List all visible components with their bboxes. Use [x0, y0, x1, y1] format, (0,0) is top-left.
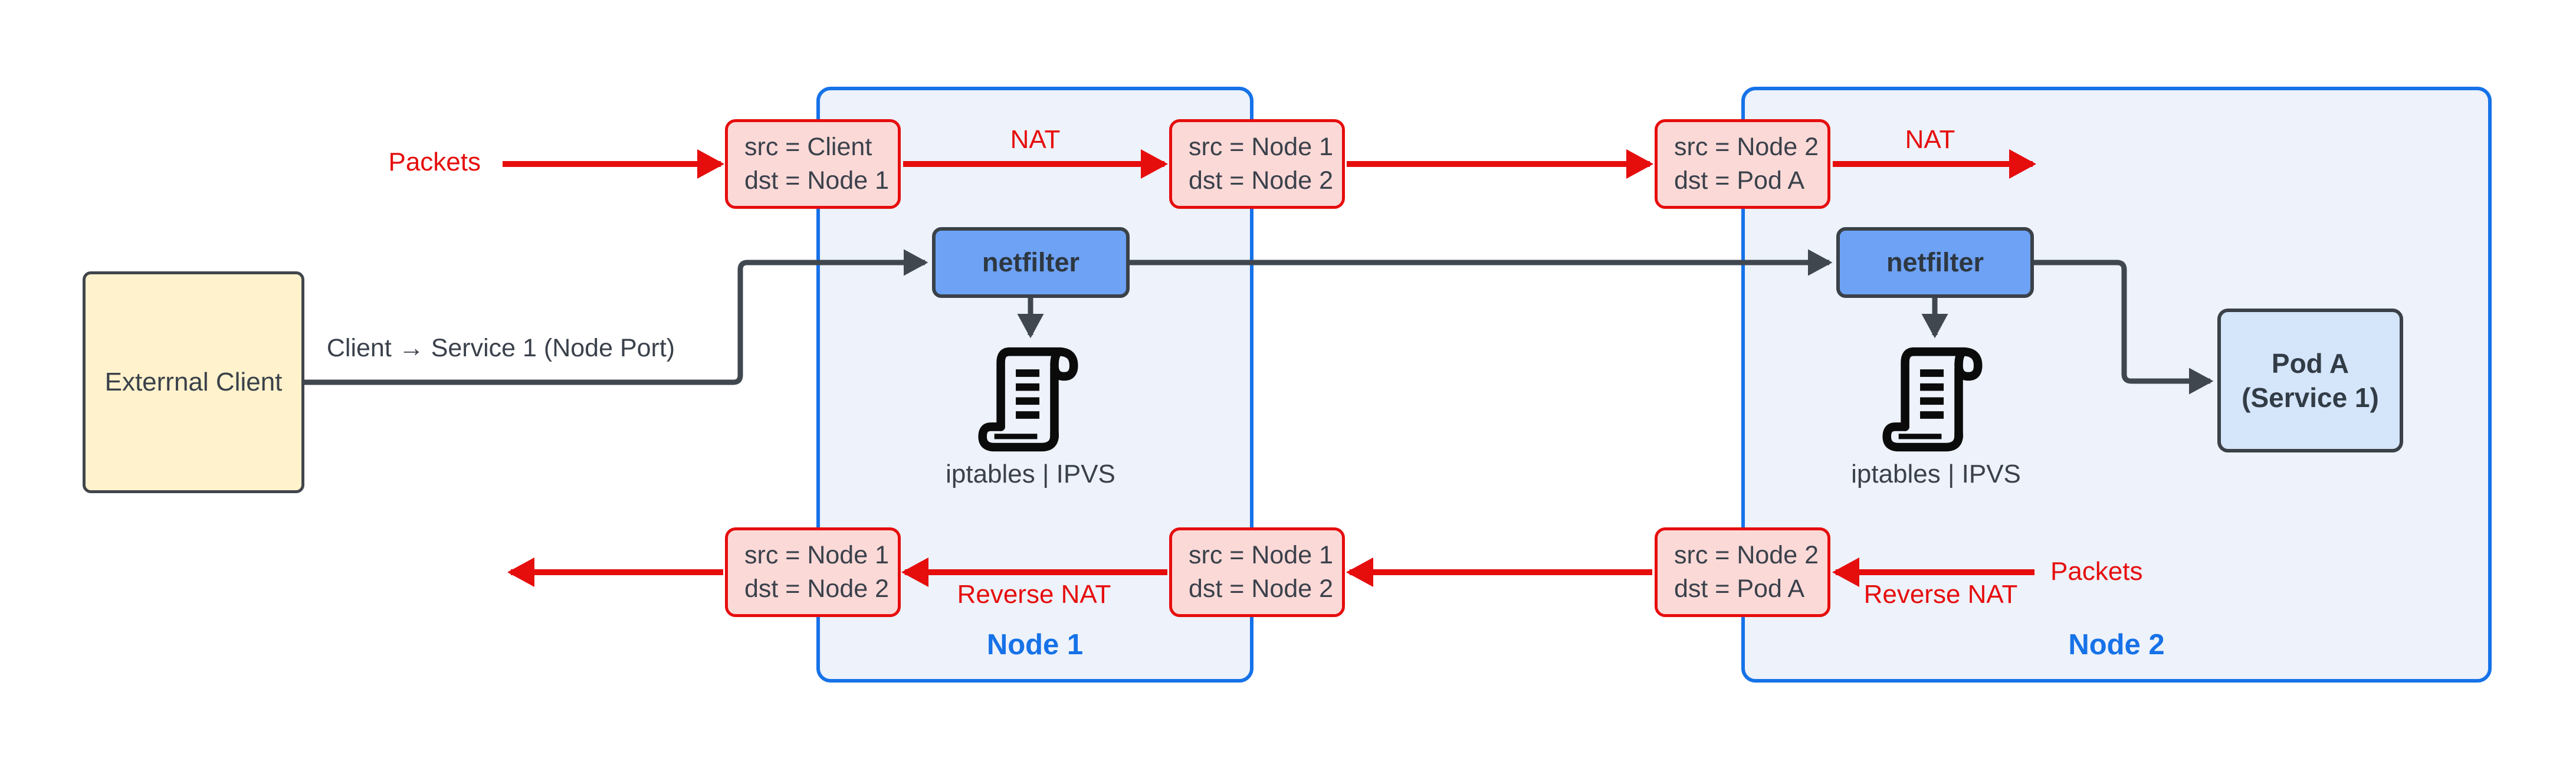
netfilter-box-node2: netfilter: [1836, 227, 2034, 298]
reverse-nat-label-2: Reverse NAT: [1863, 580, 2018, 609]
packet-src: src = Node 1: [1189, 541, 1333, 569]
packet-box-bottom-1: src = Node 1 dst = Node 2: [725, 527, 901, 617]
packet-dst: dst = Pod A: [1674, 166, 1805, 195]
packet-dst: dst = Node 2: [744, 575, 890, 603]
client-to-netfilter1-connector: [304, 249, 928, 385]
netfilter2-to-pod-connector: [2033, 260, 2214, 395]
reverse-nat-label-1: Reverse NAT: [957, 580, 1111, 609]
scroll-icon: [978, 347, 1078, 452]
packet-dst: dst = Pod A: [1674, 575, 1805, 603]
scroll-icon: [1882, 347, 1983, 452]
packet-src: src = Node 2: [1674, 133, 1819, 161]
node-1-label: Node 1: [986, 629, 1084, 661]
packet-dst: dst = Node 1: [744, 166, 890, 195]
pod-a-name: Pod A: [2271, 348, 2349, 379]
packet-src: src = Node 1: [1189, 133, 1333, 161]
packet-box-top-3: src = Node 2 dst = Pod A: [1655, 119, 1830, 209]
packets-label-top: Packets: [388, 147, 481, 176]
node-2-label: Node 2: [2068, 629, 2165, 661]
netfilter-box-node1: netfilter: [932, 227, 1130, 298]
nat-label-1: NAT: [1010, 125, 1061, 154]
packet-box-bottom-3: src = Node 2 dst = Pod A: [1655, 527, 1830, 617]
pod-a-box: Pod A (Service 1): [2217, 309, 2403, 452]
netfilter-label: netfilter: [982, 247, 1079, 277]
iptables-ipvs-label-node2: iptables | IPVS: [1851, 460, 2021, 488]
netfilter-label: netfilter: [1886, 247, 1984, 277]
nat-label-2: NAT: [1905, 125, 1955, 154]
external-client-box: Exterrnal Client: [83, 271, 304, 493]
packet-box-top-1: src = Client dst = Node 1: [725, 119, 901, 209]
packet-src: src = Node 1: [744, 541, 889, 569]
iptables-ipvs-label-node1: iptables | IPVS: [946, 460, 1115, 488]
pod-a-service: (Service 1): [2242, 382, 2379, 413]
external-client-label: Exterrnal Client: [104, 368, 283, 396]
packet-dst: dst = Node 2: [1189, 166, 1334, 195]
packets-label-bottom: Packets: [2050, 557, 2143, 586]
packet-src: src = Client: [744, 133, 872, 161]
packet-src: src = Node 2: [1674, 541, 1819, 569]
client-request-label: Client → Service 1 (Node Port): [326, 334, 675, 362]
packet-dst: dst = Node 2: [1189, 575, 1334, 603]
packet-box-top-2: src = Node 1 dst = Node 2: [1169, 119, 1345, 209]
packet-box-bottom-2: src = Node 1 dst = Node 2: [1169, 527, 1345, 617]
